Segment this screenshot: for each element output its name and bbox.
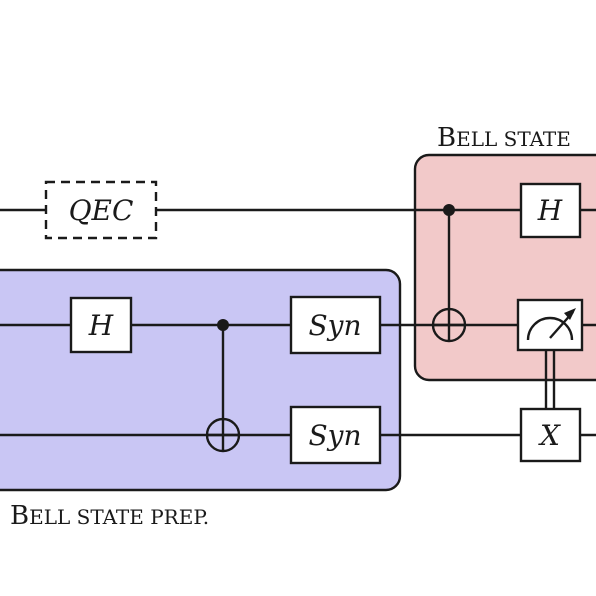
pauli-x-label: X [538, 419, 561, 452]
bell-state-prep-label: BELL STATE PREP. [10, 501, 209, 531]
cnot-target-icon [205, 417, 241, 453]
syndrome-gate-bottom: Syn [289, 405, 382, 465]
qec-gate: QEC [44, 180, 158, 240]
classical-wire [544, 350, 556, 410]
control-dot-icon [217, 319, 229, 331]
meter-icon [516, 298, 584, 352]
cnot-target-icon [431, 307, 467, 343]
hadamard-gate-measure: H [519, 182, 582, 239]
hadamard-gate-prep: H [69, 296, 133, 354]
hadamard-label: H [88, 309, 114, 342]
syndrome-gate-top: Syn [289, 295, 382, 355]
bell-state-measure-label: BELL STATE [437, 123, 571, 153]
cnot-measure [431, 204, 467, 343]
syndrome-label: Syn [308, 309, 361, 342]
syndrome-label: Syn [308, 419, 361, 452]
pauli-x-gate: X [519, 407, 582, 463]
cnot-prep [205, 319, 241, 453]
control-dot-icon [443, 204, 455, 216]
hadamard-label: H [537, 194, 563, 227]
qec-label: QEC [69, 194, 134, 227]
